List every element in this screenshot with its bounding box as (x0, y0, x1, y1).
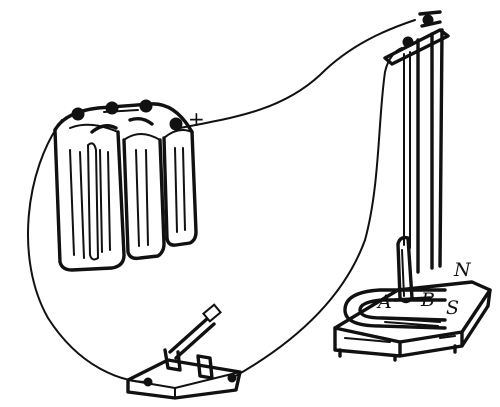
rod-ab (396, 235, 414, 304)
knife-switch-icon[interactable] (126, 303, 242, 400)
label-north-pole: N (453, 259, 472, 281)
stand-top-bar (383, 28, 450, 66)
battery-cell-3 (162, 130, 198, 247)
horseshoe-magnet-icon: A B N S (343, 235, 472, 330)
rod-stand-icon (333, 10, 492, 362)
battery-icon: + (53, 99, 205, 272)
label-south-pole: S (446, 297, 459, 319)
battery-cell-2 (122, 138, 166, 261)
magnet-body (343, 288, 447, 330)
positive-terminal-label: + (188, 107, 205, 131)
battery-cell-1 (53, 128, 126, 272)
label-a: A (376, 291, 392, 313)
wire-battery-to-stand (179, 19, 416, 129)
switch-blade (168, 316, 216, 360)
wire-switch-to-rod (231, 47, 403, 379)
wire-battery-to-switch (27, 119, 149, 383)
wires (27, 19, 416, 383)
battery-shading (69, 147, 186, 259)
label-b: B (420, 289, 435, 311)
